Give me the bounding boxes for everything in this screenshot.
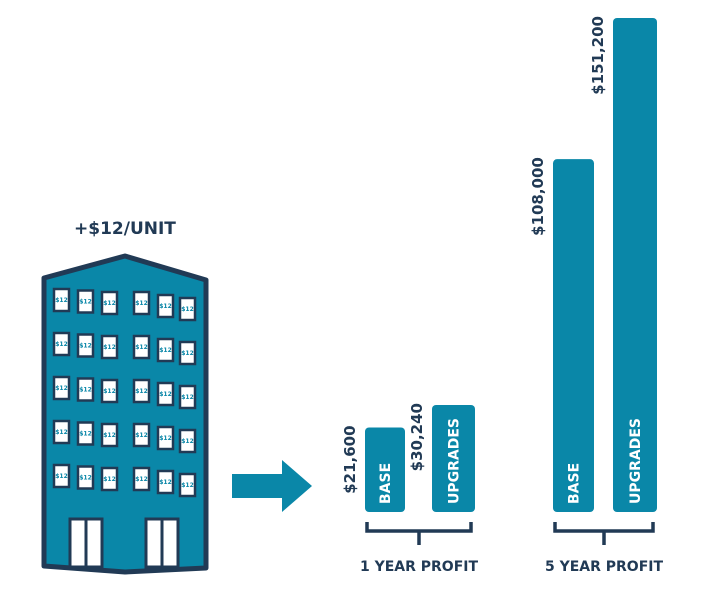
window: $12 — [76, 377, 95, 402]
window-price: $12 — [103, 476, 116, 483]
bar-value-label: $21,600 — [341, 425, 359, 493]
window-price: $12 — [103, 300, 116, 307]
window: $12 — [76, 333, 95, 358]
window-price: $12 — [103, 388, 116, 395]
window: $12 — [76, 289, 95, 314]
window: $12 — [52, 419, 71, 445]
window: $12 — [132, 422, 151, 448]
window-price: $12 — [79, 431, 92, 438]
window-price: $12 — [135, 476, 148, 483]
bar-category-label: UPGRADES — [447, 418, 463, 504]
bar-value-label: $108,000 — [529, 157, 547, 236]
window: $12 — [100, 290, 119, 316]
window: $12 — [52, 375, 71, 401]
window: $12 — [100, 334, 119, 360]
window: $12 — [132, 466, 151, 492]
window: $12 — [76, 465, 95, 490]
window: $12 — [178, 296, 197, 322]
window: $12 — [178, 428, 197, 454]
window: $12 — [52, 331, 71, 357]
window-price: $12 — [159, 479, 172, 486]
bar-value-label: $30,240 — [408, 403, 426, 471]
window: $12 — [156, 425, 175, 451]
window-price: $12 — [159, 391, 172, 398]
bar-category-label: BASE — [567, 463, 583, 504]
window-price: $12 — [159, 435, 172, 442]
unit-label: +$12/UNIT — [74, 219, 176, 239]
window: $12 — [156, 337, 175, 363]
window-price: $12 — [103, 344, 116, 351]
window-price: $12 — [55, 385, 68, 392]
window-price: $12 — [79, 475, 92, 482]
bar-base — [365, 427, 405, 512]
window-price: $12 — [181, 438, 194, 445]
bar-upgrades — [432, 405, 475, 512]
window-price: $12 — [103, 432, 116, 439]
window: $12 — [76, 421, 95, 446]
arrow-icon — [232, 460, 312, 512]
window: $12 — [100, 422, 119, 448]
window: $12 — [178, 340, 197, 366]
bar-value-label: $151,200 — [589, 16, 607, 95]
group-label: 5 YEAR PROFIT — [545, 559, 664, 575]
window-price: $12 — [181, 306, 194, 313]
window: $12 — [100, 466, 119, 492]
bar-base — [553, 159, 594, 512]
window-price: $12 — [135, 388, 148, 395]
window: $12 — [132, 378, 151, 404]
window-price: $12 — [135, 300, 148, 307]
window: $12 — [100, 378, 119, 404]
window-price: $12 — [159, 347, 172, 354]
window-price: $12 — [135, 344, 148, 351]
window-price: $12 — [181, 394, 194, 401]
window-price: $12 — [79, 299, 92, 306]
window: $12 — [156, 469, 175, 495]
window: $12 — [178, 472, 197, 498]
window: $12 — [156, 293, 175, 319]
door — [144, 517, 180, 569]
window-price: $12 — [55, 341, 68, 348]
window-price: $12 — [181, 350, 194, 357]
window: $12 — [156, 381, 175, 407]
bar-category-label: UPGRADES — [628, 418, 644, 504]
window: $12 — [52, 463, 71, 489]
window-price: $12 — [181, 482, 194, 489]
window-price: $12 — [79, 387, 92, 394]
window: $12 — [132, 290, 151, 316]
group-label: 1 YEAR PROFIT — [360, 559, 479, 575]
window: $12 — [178, 384, 197, 410]
bar-upgrades — [613, 18, 657, 512]
window-price: $12 — [159, 303, 172, 310]
bar-group-1: BASE $21,600 UPGRADES $30,240 1 YEAR PROFIT — [341, 403, 478, 575]
window-price: $12 — [55, 473, 68, 480]
window: $12 — [52, 287, 71, 313]
bar-category-label: BASE — [378, 463, 394, 504]
window-price: $12 — [79, 343, 92, 350]
window-price: $12 — [135, 432, 148, 439]
group-bracket — [365, 522, 473, 545]
window-price: $12 — [55, 297, 68, 304]
door — [68, 517, 104, 569]
window: $12 — [132, 334, 151, 360]
building-illustration: $12 $12 $12 $12 $12 $12 $12 $12 $12 $12 $12 $12 $12 $… — [41, 253, 209, 575]
group-bracket — [553, 522, 655, 545]
window-price: $12 — [55, 429, 68, 436]
